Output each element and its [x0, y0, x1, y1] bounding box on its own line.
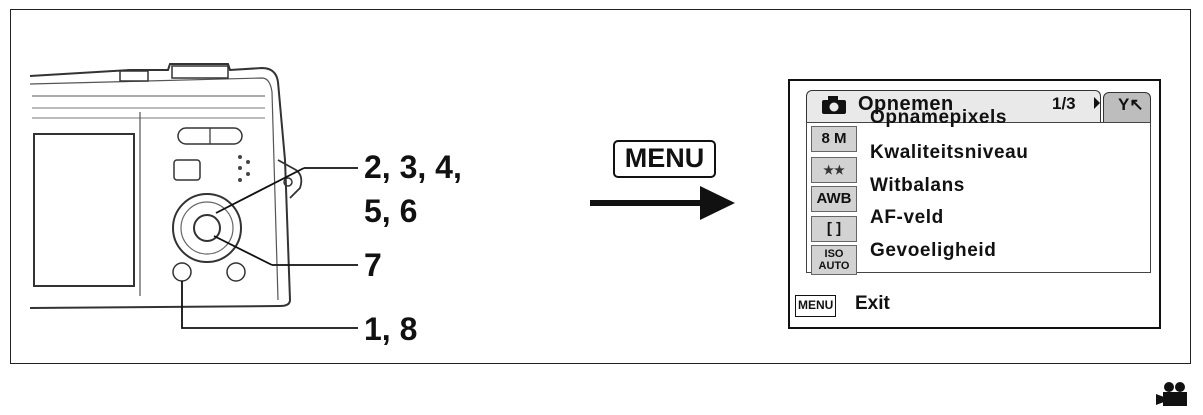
movie-camera-icon — [1156, 382, 1187, 406]
wrench-icon: Y↖ — [1118, 95, 1144, 114]
menu-key-label: MENU — [613, 140, 716, 178]
quality-icon: ★★ — [811, 157, 857, 183]
lcd-screen — [33, 133, 135, 287]
menu-item-quality-level[interactable]: Kwaliteitsniveau — [870, 142, 1029, 163]
page-indicator: 1/3 — [1052, 94, 1076, 113]
right-caret-icon — [1094, 97, 1100, 109]
play-button — [173, 159, 201, 181]
tab-title: Opnemen — [858, 93, 954, 115]
footer-menu-key: MENU — [795, 295, 837, 317]
figure-frame — [10, 9, 1191, 364]
ok-button — [193, 214, 221, 242]
power-button — [119, 70, 149, 82]
menu-item-recorded-pixels[interactable]: Opnamepixels — [870, 107, 1008, 128]
leader-2-6 — [215, 167, 305, 214]
tab-rec[interactable] — [806, 90, 1101, 122]
af-area-icon: [ ] — [811, 216, 857, 242]
footer-exit-label: Exit — [855, 293, 890, 314]
leader-1-8 — [181, 281, 358, 329]
right-arrow-head — [700, 186, 735, 220]
awb-icon: AWB — [811, 186, 857, 212]
menu-item-sensitivity[interactable]: Gevoeligheid — [870, 240, 997, 261]
menu-panel — [806, 122, 1151, 273]
menu-item-focusing-area[interactable]: AF-veld — [870, 207, 944, 228]
callout-1-8: 1, 8 — [364, 311, 418, 347]
iso-icon: ISO AUTO — [811, 245, 857, 275]
pixels-icon: 8 M — [811, 126, 857, 152]
callout-7: 7 — [364, 247, 382, 283]
leader-7 — [213, 235, 273, 266]
green-button — [226, 262, 246, 282]
menu-item-white-balance[interactable]: Witbalans — [870, 175, 965, 196]
shutter-area — [171, 65, 229, 79]
callout-5-6: 5, 6 — [364, 193, 418, 229]
tab-setup[interactable] — [1103, 92, 1151, 122]
camera-icon — [822, 96, 846, 114]
callout-2-3-4: 2, 3, 4, — [364, 149, 462, 185]
